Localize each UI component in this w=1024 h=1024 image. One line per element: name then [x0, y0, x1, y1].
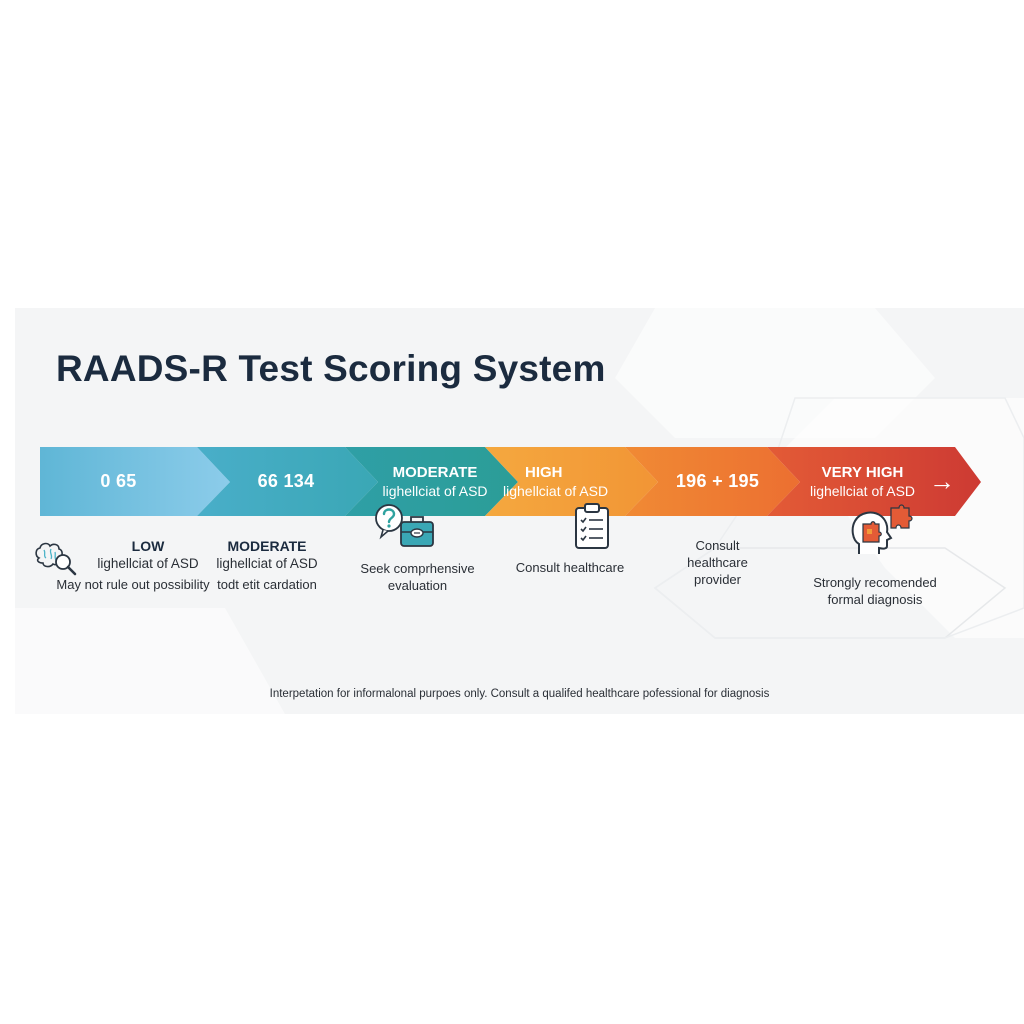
desc-moderate-heading: MODERATE — [227, 538, 307, 554]
band-label-2: 66 134 — [211, 446, 361, 516]
band-segment-2 — [197, 447, 378, 516]
band-label-5: 196 + 195 — [645, 446, 790, 516]
band-range-low: 0 65 — [100, 470, 137, 491]
desc-low: LOW lighellciat of ASD May not rule out … — [43, 538, 223, 593]
desc-low-line2: May not rule out possibility — [56, 577, 210, 592]
desc-seek-line2: evaluation — [387, 578, 448, 593]
desc-strongly-line2: formal diagnosis — [827, 592, 923, 607]
band-heading-moderate: MODERATE — [392, 463, 478, 481]
band-segment-6 — [767, 447, 981, 516]
desc-moderate: MODERATE lighellciat of ASD todt etit ca… — [197, 538, 337, 593]
band-label-6: VERY HIGH lighellciat of ASD — [795, 446, 930, 516]
band-heading-very-high: VERY HIGH — [821, 463, 904, 481]
brain-magnifier-icon — [35, 542, 77, 576]
band-range-mild: 66 134 — [257, 470, 315, 491]
arrow-right-icon: → — [929, 466, 955, 496]
score-band-arrow — [40, 447, 981, 516]
band-sub-moderate: lighellciat of ASD — [382, 482, 488, 499]
desc-low-heading: LOW — [131, 538, 165, 554]
desc-consult: Consult healthcare — [495, 559, 645, 576]
band-sub-very-high: lighellciat of ASD — [809, 482, 916, 499]
clipboard-icon — [575, 503, 609, 549]
band-heading-high: HIGH — [525, 463, 563, 481]
desc-strongly-line1: Strongly recomended — [813, 575, 937, 590]
band-label-1: 0 65 — [40, 446, 197, 516]
desc-seek-line1: Seek comprhensive — [360, 561, 475, 576]
head-puzzle-icon — [851, 504, 913, 554]
desc-moderate-line2: todt etit cardation — [217, 577, 317, 592]
desc-provider: Consult healthcare provider — [655, 537, 780, 588]
band-label-4: HIGH lighellciat of ASD — [503, 446, 636, 516]
desc-provider-line3: provider — [694, 572, 741, 587]
band-segment-4 — [485, 447, 658, 516]
band-segment-1 — [40, 447, 230, 516]
desc-provider-line1: Consult — [695, 538, 740, 553]
desc-seek: Seek comprhensive evaluation — [345, 560, 490, 594]
band-sub-high: lighellciat of ASD — [503, 482, 609, 499]
band-segment-5 — [625, 447, 800, 516]
disclaimer-text: Interpetation for informalonal purpoes o… — [269, 688, 770, 700]
band-label-3: MODERATE lighellciat of ASD — [365, 446, 505, 516]
desc-low-line1: lighellciat of ASD — [97, 556, 199, 571]
desc-strongly: Strongly recomended formal diagnosis — [795, 574, 955, 608]
band-segment-3 — [345, 447, 518, 516]
desc-consult-line1: Consult healthcare — [515, 560, 625, 575]
desc-moderate-line1: lighellciat of ASD — [216, 556, 318, 571]
desc-provider-line2: healthcare — [687, 555, 748, 570]
band-range-elevated: 196 + 195 — [675, 470, 760, 491]
scoring-panel: RAADS-R Test Scoring System — [15, 308, 1024, 714]
page-title: RAADS-R Test Scoring System — [56, 348, 606, 389]
question-briefcase-icon — [375, 504, 434, 547]
